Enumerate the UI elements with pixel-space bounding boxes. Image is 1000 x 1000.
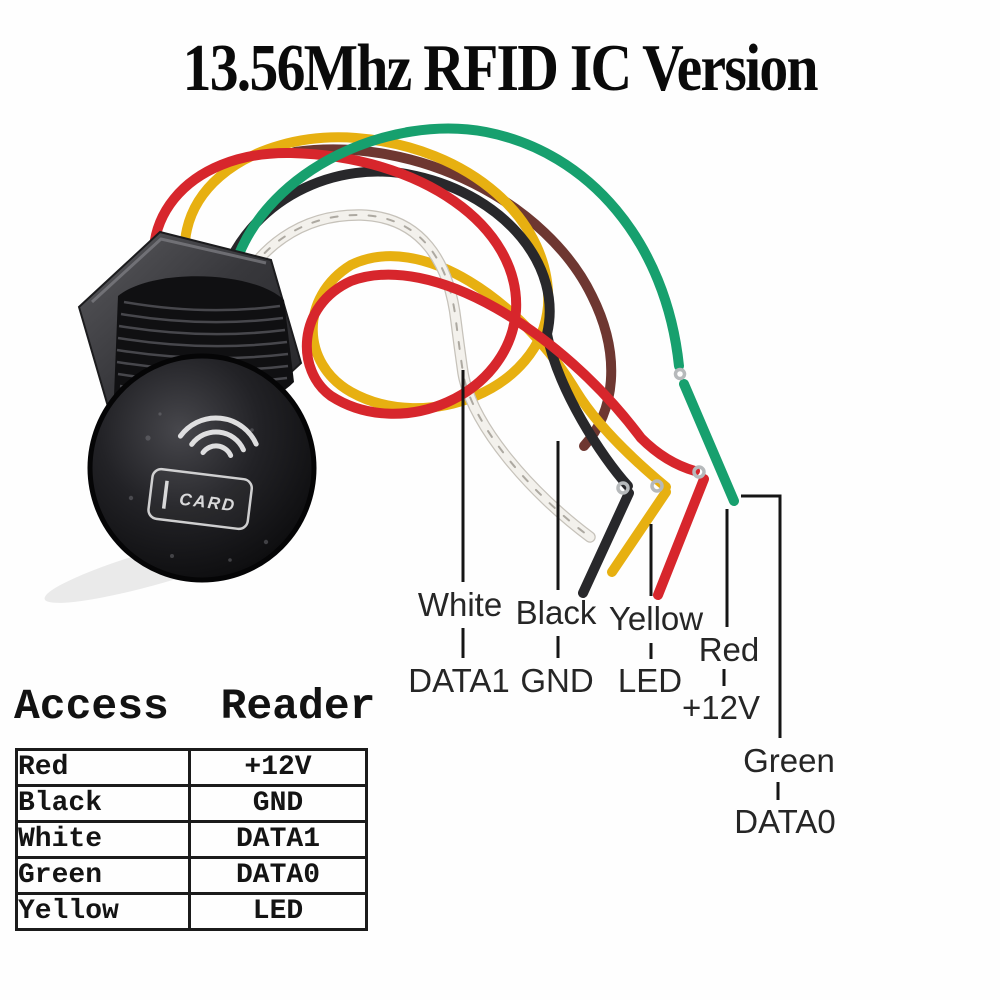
wire-black (216, 166, 634, 598)
table-row: Black GND (15, 784, 368, 823)
wire-black-stripped-end (578, 488, 634, 598)
card-badge-frame (147, 467, 254, 531)
wire-white (227, 209, 596, 543)
callout-green-color: Green (743, 742, 835, 779)
callout-yellow-signal: LED (617, 662, 683, 699)
wire-green-path (231, 123, 684, 371)
wire-red (148, 147, 709, 600)
table-row: Green DATA0 (15, 856, 368, 895)
table-row: Red +12V (15, 748, 368, 787)
wire-yellow-stripped-end (607, 487, 671, 577)
wire-crimps (616, 367, 706, 495)
page-title: 13.56Mhz RFID IC Version (0, 30, 1000, 107)
table-row: Yellow LED (15, 892, 368, 931)
cell-wire-color: Black (15, 784, 191, 823)
cell-wire-signal: +12V (188, 748, 368, 787)
cell-wire-signal: DATA0 (188, 856, 368, 895)
table-heading: Access Reader (14, 682, 376, 731)
wire-white-printing (232, 213, 591, 538)
cell-wire-signal: GND (188, 784, 368, 823)
crimp-black (616, 481, 630, 495)
card-badge-bar (161, 480, 169, 509)
cell-wire-color: Yellow (15, 892, 191, 931)
table-row: White DATA1 (15, 820, 368, 859)
face-speckles (128, 412, 269, 562)
callout-black-color: Black (515, 594, 597, 631)
cell-wire-color: Red (15, 748, 191, 787)
wire-green-stripped-end (679, 379, 739, 506)
wire-red-stripped-end (653, 474, 709, 600)
callout-lines (461, 370, 782, 800)
crimp-green (673, 367, 687, 381)
cell-wire-signal: LED (188, 892, 368, 931)
wire-black-path (216, 166, 633, 491)
device-face (87, 353, 317, 583)
callout-line-green-elbow (741, 494, 782, 738)
callout-white-signal: DATA1 (408, 662, 510, 699)
reader-device: CARD (77, 230, 317, 583)
callout-green-signal: DATA0 (734, 803, 836, 840)
contactless-signal-icon (177, 415, 259, 458)
cell-wire-color: White (15, 820, 191, 859)
callout-white-color: White (417, 586, 503, 623)
cell-wire-signal: DATA1 (188, 820, 368, 859)
callout-red-signal: +12V (682, 689, 760, 726)
flange-highlight (90, 237, 267, 304)
wire-red-path (148, 147, 700, 476)
card-badge: CARD (147, 467, 254, 531)
page-title-text: 13.56Mhz RFID IC Version (182, 31, 819, 105)
callout-black-signal: GND (520, 662, 594, 699)
wire-green (231, 123, 739, 506)
callout-red-color: Red (698, 631, 760, 668)
cell-wire-color: Green (15, 856, 191, 895)
wire-function-table: Red +12V Black GND White DATA1 Green DAT… (15, 748, 368, 931)
callout-yellow-color: Yellow (608, 600, 704, 637)
crimp-red (692, 465, 706, 479)
crimp-yellow (650, 479, 664, 493)
